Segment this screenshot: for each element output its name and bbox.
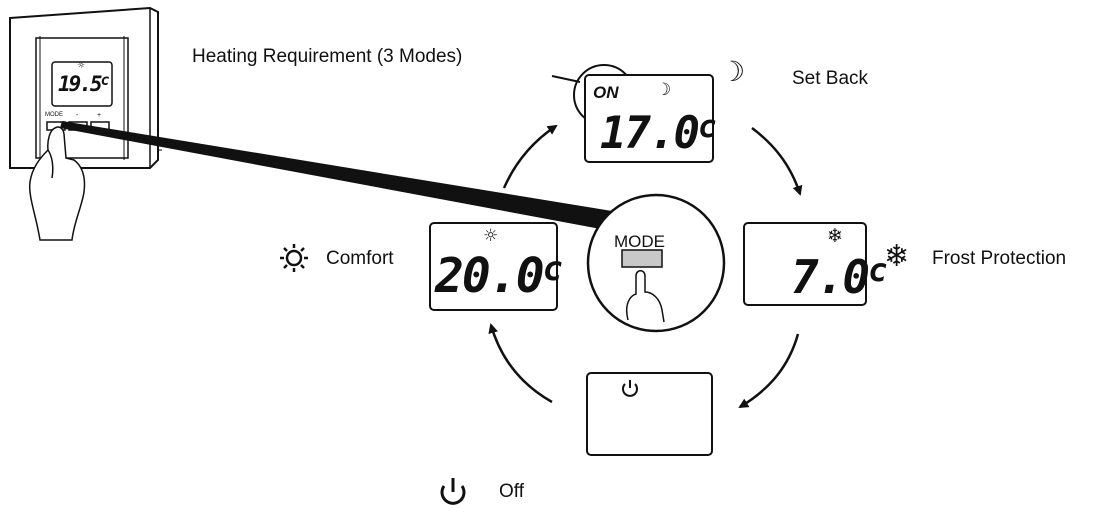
- finger-icon: [625, 270, 665, 323]
- lcd-snowflake-icon: ❄: [827, 225, 843, 247]
- mode-button-shape[interactable]: [621, 249, 663, 268]
- device-button-plus-label: +: [97, 112, 102, 119]
- setback-lcd: ON ☽ 17.0c: [584, 74, 716, 163]
- comfort-label: Comfort: [326, 248, 394, 269]
- callout-beam: [60, 121, 612, 230]
- arrow-frost-to-off: [738, 333, 800, 409]
- power-legend-icon: [440, 478, 466, 505]
- device-button-mode-label: MODE: [45, 112, 63, 118]
- off-lcd: [586, 372, 713, 456]
- moon-icon: ☽: [720, 55, 746, 88]
- setback-temperature: 17.0c: [600, 108, 716, 159]
- off-label: Off: [499, 481, 524, 502]
- hand-illustration: [28, 126, 86, 241]
- mode-button-label: MODE: [614, 232, 665, 251]
- diagram-title: Heating Requirement (3 Modes): [192, 46, 463, 67]
- on-indicator: ON: [593, 83, 619, 102]
- device-sun-icon: ☼: [77, 61, 86, 71]
- comfort-lcd: ☼ 20.0c: [429, 222, 563, 311]
- on-pointer-line: [551, 75, 581, 83]
- lcd-sun-icon: ☼: [483, 226, 499, 246]
- device-button-minus-label: -: [76, 112, 79, 119]
- comfort-temperature: 20.0c: [435, 248, 563, 304]
- device-lcd-temperature: 19.5c: [58, 72, 109, 96]
- arrow-setback-to-frost: [751, 127, 803, 196]
- arrow-comfort-to-setback: [502, 124, 558, 189]
- arrow-off-to-comfort: [488, 323, 553, 404]
- lcd-power-icon: [622, 380, 638, 397]
- lcd-moon-icon: ☽: [656, 80, 672, 100]
- snowflake-icon: ❄: [884, 239, 910, 274]
- frost-label: Frost Protection: [932, 248, 1067, 269]
- setback-label: Set Back: [792, 68, 869, 89]
- frost-temperature: 7.0c: [791, 250, 888, 304]
- frost-lcd: ❄ 7.0c: [743, 222, 888, 306]
- sun-legend-icon: [280, 244, 308, 272]
